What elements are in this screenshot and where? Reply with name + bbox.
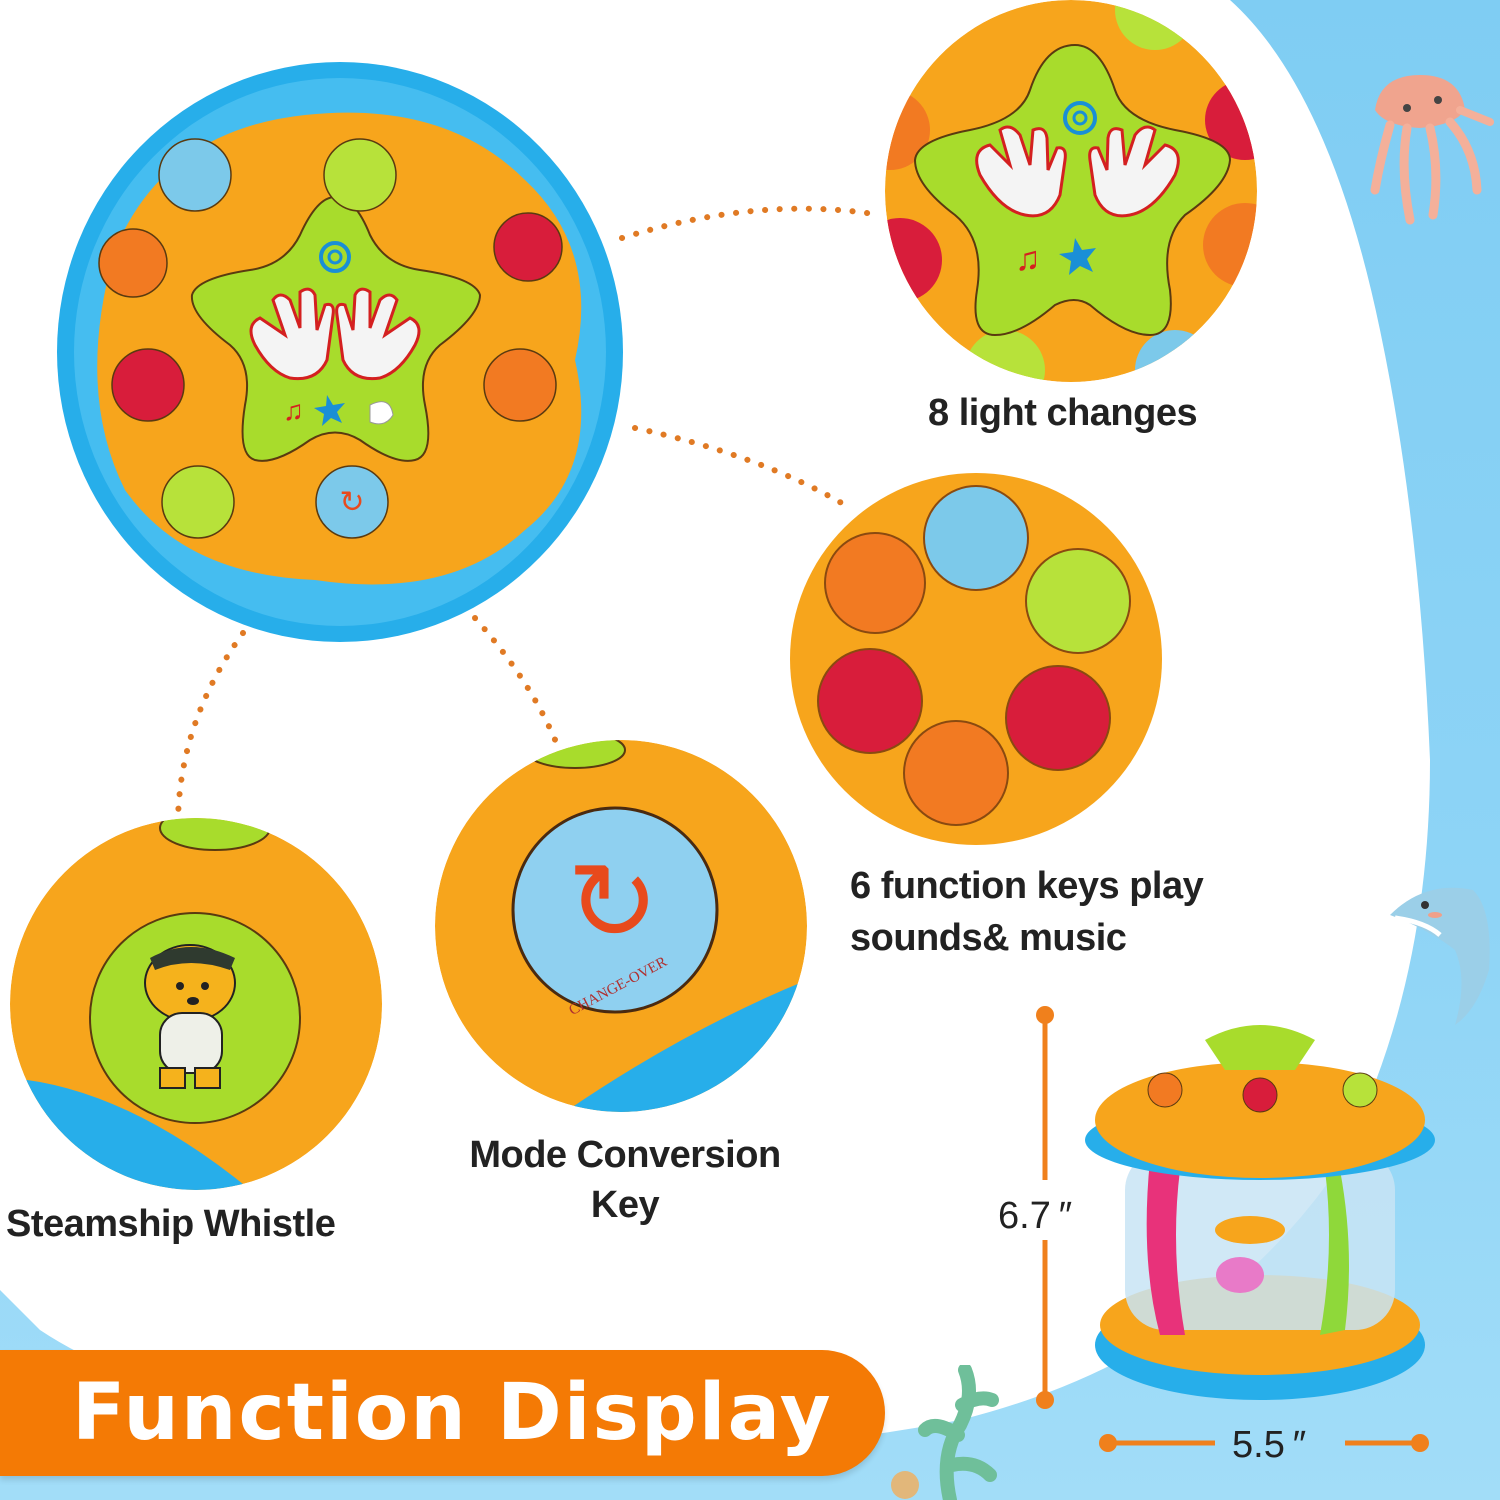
function-keys-closeup [790,473,1162,845]
steamship-closeup [10,818,382,1190]
mode-key-label-line2: Key [590,1184,660,1226]
width-value: 5.5 [1232,1424,1285,1466]
svg-text:♫: ♫ [1015,240,1041,278]
toy-button [98,228,168,298]
height-unit: ″ [1056,1195,1071,1237]
mode-key-label-line1: Mode Conversion [469,1134,781,1176]
toy-button [315,465,389,539]
title-banner [0,1350,885,1476]
function-key-1 [923,485,1029,591]
function-keys-label: 6 function keys play sounds& music [850,860,1204,964]
toy-button [158,138,232,212]
width-dimension: 5.5″ [1232,1424,1304,1467]
mode-key-closeup: ↻ CHANGE-OVER [435,740,807,1112]
toy-button [323,138,397,212]
connector-function-keys [632,425,848,508]
function-key-3 [1005,665,1111,771]
change-over-button [511,806,719,1014]
dolphin-icon [1390,887,1490,1025]
toy-button [483,348,557,422]
toy-button [161,465,235,539]
music-note-icon: ♫ [283,395,304,426]
toy-side-view [1036,1006,1435,1452]
function-key-5 [817,648,923,754]
change-over-small-icon: ↻ [339,486,364,519]
height-dimension: 6.7″ [998,1195,1070,1238]
height-value: 6.7 [998,1195,1051,1237]
function-keys-label-line1: 6 function keys play [850,865,1204,907]
change-over-arrows-icon: ↻ [567,841,659,964]
light-changes-label: 8 light changes [928,392,1198,434]
connector-mode-key [472,615,559,745]
width-endpoint [1099,1434,1117,1452]
height-endpoint [1036,1006,1054,1024]
toy-button [111,348,185,422]
function-key-6 [824,532,926,634]
mode-key-label: Mode Conversion Key [440,1130,810,1230]
function-key-2 [1025,548,1131,654]
tiger-sailor-icon [144,944,236,1089]
connector-light-changes [619,205,883,241]
function-key-4 [903,720,1009,826]
jellyfish-icon [1370,75,1494,225]
toy-top-view: ♫ ↻ [57,62,623,642]
function-keys-label-line2: sounds& music [850,917,1127,959]
height-endpoint [1036,1391,1054,1409]
star-icon [314,395,345,426]
moon-icon [369,401,394,425]
spiral-icon [319,241,351,273]
hands-icon [249,287,421,381]
connector-steamship [175,630,246,823]
toy-button [493,212,563,282]
seaweed-icon [891,1365,999,1500]
banner-title: Function Display [72,1368,833,1458]
width-unit: ″ [1290,1424,1305,1466]
light-changes-closeup: ♫ [885,0,1257,382]
steamship-label: Steamship Whistle [6,1203,336,1245]
width-endpoint [1411,1434,1429,1452]
